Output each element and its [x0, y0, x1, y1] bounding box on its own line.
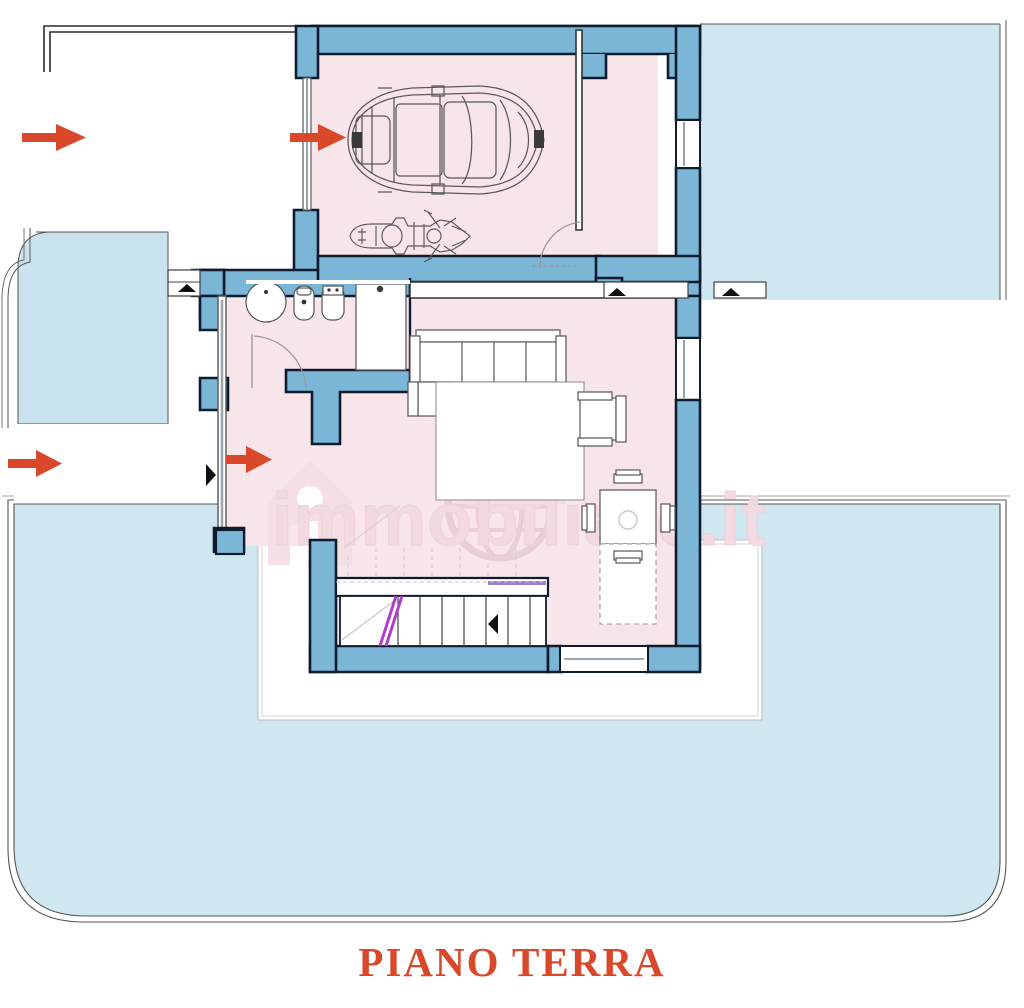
- terrace-left: [1, 228, 169, 428]
- right-link-band: [603, 281, 689, 299]
- walls: [43, 24, 767, 674]
- bathroom-fixtures: [245, 280, 410, 371]
- wall-stair-top: [334, 576, 550, 598]
- bathroom-door-swing: [253, 335, 307, 389]
- room-garage: [312, 30, 580, 278]
- dining-set: [581, 469, 676, 625]
- wall-right-upper: [674, 24, 702, 122]
- wall-bottom-right: [644, 644, 702, 674]
- arrow-garage-door: [290, 124, 346, 151]
- partition-garage-right: [575, 29, 583, 231]
- step-arrow-mid: [608, 288, 626, 296]
- right-link-band2: [713, 281, 767, 299]
- window-bottom: [559, 645, 649, 673]
- driveway: [40, 30, 312, 230]
- armchair: [577, 391, 627, 447]
- staircase: [336, 505, 547, 647]
- stair-direction-marker: [488, 614, 498, 634]
- bidet: [293, 285, 315, 321]
- page-title: PIANO TERRA: [358, 939, 666, 985]
- wall-stair-left: [308, 538, 338, 674]
- step-arrow-right: [722, 288, 740, 296]
- shower: [355, 283, 407, 371]
- wall-living-right-bottom: [674, 398, 702, 670]
- window-right-upper: [675, 119, 701, 169]
- wall-living-right-top: [674, 294, 702, 340]
- driveway-outline: [43, 25, 312, 72]
- garage-inner-door-swing: [539, 221, 581, 269]
- wall-garage-left-pier: [294, 24, 320, 80]
- wall-block-entry: [214, 528, 246, 556]
- step-arrow-left: [178, 284, 196, 292]
- washbasin: [245, 281, 287, 323]
- dining-table: [599, 489, 657, 545]
- motorcycle: [349, 209, 471, 263]
- tri-entrance: [206, 464, 216, 486]
- toilet: [321, 285, 345, 321]
- door-markers: [206, 464, 216, 486]
- garden-right: [700, 20, 1007, 300]
- rug: [435, 381, 585, 501]
- arrow-garage-outer: [22, 124, 86, 151]
- arrow-house-outer: [8, 450, 62, 477]
- terrace-link: [167, 269, 201, 297]
- garage-door: [302, 77, 312, 211]
- entry-arrows: [8, 124, 346, 477]
- chairs: [581, 469, 676, 564]
- door-swings: [251, 221, 581, 389]
- arrow-house-door: [226, 446, 272, 473]
- step-markers: [178, 284, 740, 296]
- car: [347, 85, 545, 195]
- window-living-right: [675, 337, 701, 401]
- wall-garage-bottom: [316, 254, 602, 284]
- wall-garage-left-lower: [292, 208, 320, 280]
- wall-bottom-left: [308, 644, 550, 674]
